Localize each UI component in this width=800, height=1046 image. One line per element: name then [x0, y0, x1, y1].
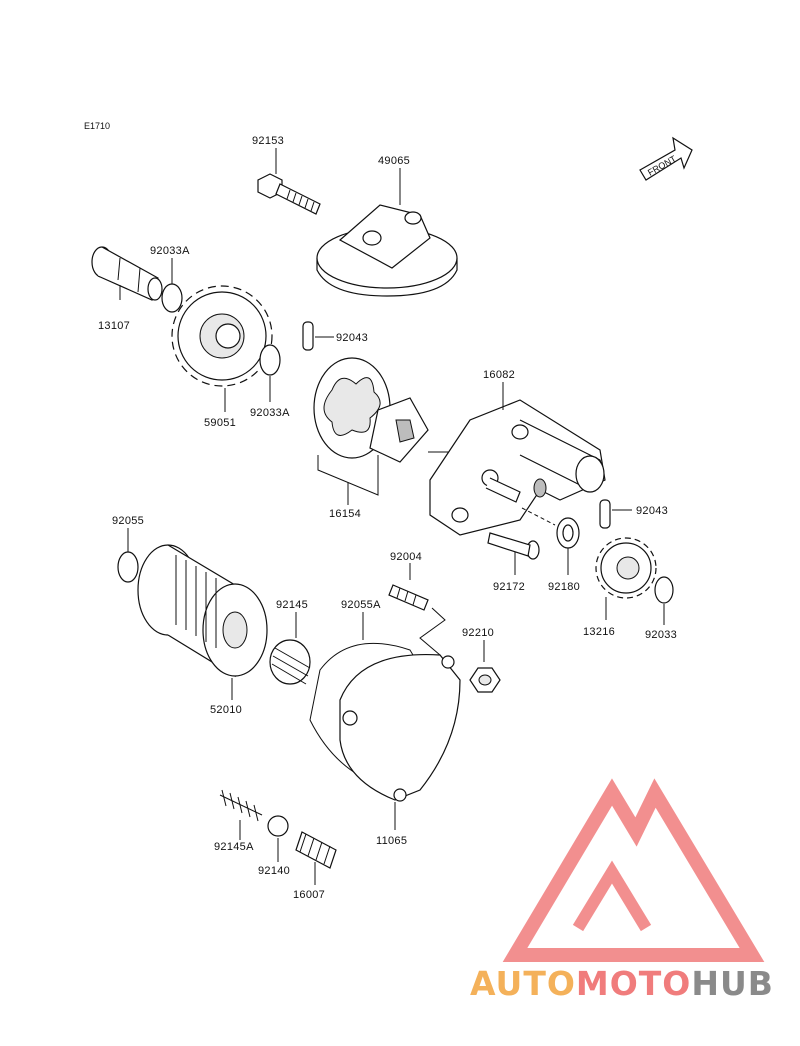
oil-filter-52010 — [137, 544, 268, 678]
circlip-92033 — [654, 576, 674, 604]
part-label: 92172 — [493, 581, 525, 593]
watermark-text: AUTOMOTOHUB — [470, 964, 774, 1003]
cover-49065 — [316, 204, 458, 297]
part-label: 92033A — [150, 245, 190, 257]
part-label: 16154 — [329, 508, 361, 520]
valve-16007 — [295, 831, 337, 869]
dowel-pin-92043-upper — [302, 321, 334, 351]
part-label: 92153 — [252, 135, 284, 147]
part-label: 92033 — [645, 629, 677, 641]
watermark-triangle-icon — [502, 778, 765, 962]
part-label: 92055 — [112, 515, 144, 527]
circlip-92033a-top — [161, 283, 183, 313]
part-label: 92043 — [636, 505, 668, 517]
part-label: 13216 — [583, 626, 615, 638]
front-arrow-icon: FRONT — [639, 136, 693, 181]
gear-13216 — [595, 537, 657, 599]
part-label: 13107 — [98, 320, 130, 332]
part-label: 92033A — [250, 407, 290, 419]
part-label: 92210 — [462, 627, 494, 639]
diagram-code: E1710 — [84, 121, 110, 131]
pump-body-16082 — [429, 399, 606, 536]
part-label: 92043 — [336, 332, 368, 344]
stud-92004 — [388, 584, 429, 611]
bolt-92153 — [257, 173, 321, 215]
rotor-set-16154 — [313, 357, 455, 463]
part-label: 92180 — [548, 581, 580, 593]
nut-92210 — [469, 667, 501, 693]
part-label: 59051 — [204, 417, 236, 429]
part-label: 92140 — [258, 865, 290, 877]
spring-92145 — [269, 639, 311, 685]
spring-92145a — [219, 789, 263, 822]
part-label: 52010 — [210, 704, 242, 716]
screw-92172 — [487, 532, 540, 560]
part-label: 16007 — [293, 889, 325, 901]
part-label: 92145 — [276, 599, 308, 611]
part-label: 92004 — [390, 551, 422, 563]
gear-59051 — [171, 285, 273, 387]
watermark-part2: MOTO — [576, 964, 691, 1003]
part-label: 49065 — [378, 155, 410, 167]
o-ring-92055 — [117, 551, 139, 583]
ball-92140 — [267, 815, 289, 837]
dowel-pin-92043-right — [599, 499, 632, 529]
part-label: 92145A — [214, 841, 254, 853]
part-label: 11065 — [376, 835, 407, 847]
circlip-92033a-lower — [259, 344, 281, 376]
cover-11065 — [339, 653, 461, 802]
watermark-logo — [502, 778, 765, 962]
shaft-13107 — [91, 246, 163, 301]
part-label: 92055A — [341, 599, 381, 611]
watermark-part1: AUTO — [470, 964, 576, 1003]
part-label: 16082 — [483, 369, 515, 381]
watermark-part3: HUB — [691, 964, 774, 1003]
